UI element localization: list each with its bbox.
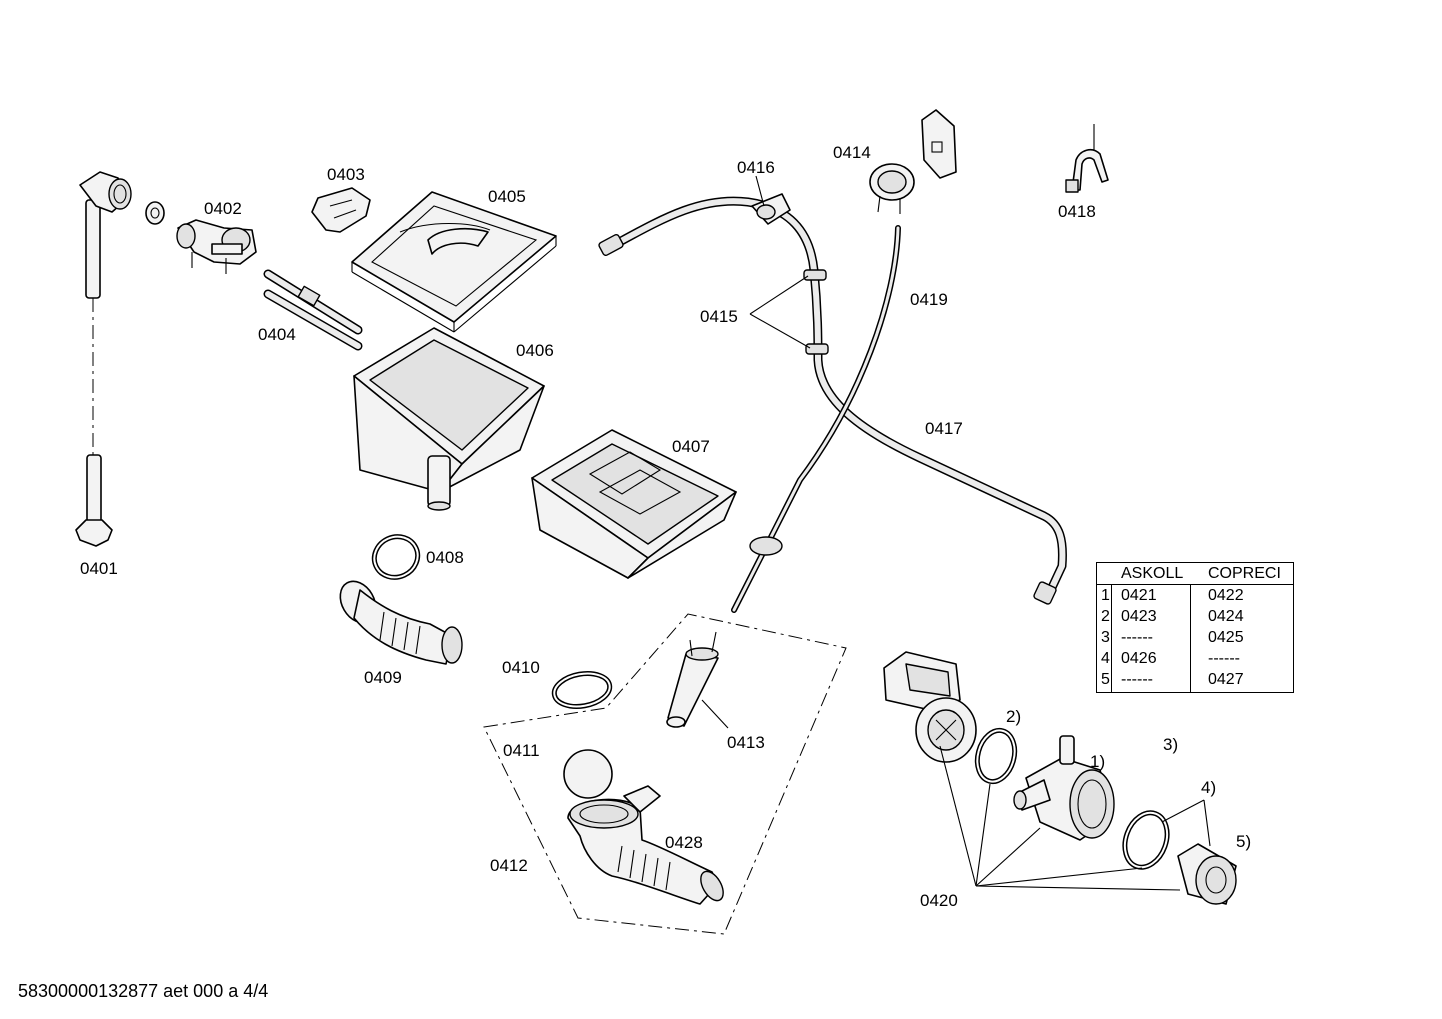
part-0406-dispenser-housing[interactable] [353,327,545,511]
legend-row-number: 5 [1101,671,1110,688]
part-0401-inlet-hose[interactable] [75,171,132,547]
part-0402-inlet-valve[interactable] [176,219,257,274]
label-0414: 0414 [833,143,871,162]
label-0408: 0408 [426,548,464,567]
part-0417-hose[interactable] [598,196,1067,605]
legend-copreci-value: 0422 [1208,587,1244,604]
legend-row-number: 4 [1101,650,1110,667]
part-0420-drain-pump[interactable] [883,651,977,763]
part-0416-holder[interactable] [751,193,791,225]
legend-column-divider [1111,584,1112,692]
label-0419: 0419 [910,290,948,309]
legend-copreci-value: ------ [1208,650,1240,667]
part-0410-ring[interactable] [551,669,613,710]
document-id: 58300000132877 aet 000 a 4/4 [18,981,269,1001]
part-0408-ring[interactable] [368,530,425,585]
leader-lines [701,175,1211,891]
legend-askoll-value: 0426 [1121,650,1157,667]
label-sub3: 3) [1163,735,1178,754]
legend-divider [1097,584,1293,585]
label-0417: 0417 [925,419,963,438]
part-0404-tubes[interactable] [263,269,363,351]
part-labels: 0401 0402 0403 0404 0405 0406 0407 0408 … [80,143,1251,910]
part-0414-pressure-switch[interactable] [869,163,915,214]
label-0410: 0410 [502,658,540,677]
label-0416: 0416 [737,158,775,177]
legend-header-askoll: ASKOLL [1121,565,1184,582]
label-sub1: 1) [1090,752,1105,771]
label-0407: 0407 [672,437,710,456]
legend-copreci-value: 0425 [1208,629,1244,646]
label-0402: 0402 [204,199,242,218]
part-0411-ball[interactable] [563,749,613,799]
legend-header-copreci: COPRECI [1208,565,1281,582]
legend-askoll-value: 0421 [1121,587,1157,604]
part-0407-detergent-drawer[interactable] [531,429,737,579]
legend-row-number: 2 [1101,608,1110,625]
legend-row: 5 ------ 0427 [1097,669,1295,690]
label-0428: 0428 [665,833,703,852]
legend-copreci-value: 0427 [1208,671,1244,688]
label-sub4: 4) [1201,778,1216,797]
part-sub3-seal[interactable] [1118,807,1175,873]
part-bracket[interactable] [921,109,957,179]
label-0420: 0420 [920,891,958,910]
part-0412-sump-hose[interactable] [567,785,728,905]
part-0409-bellows-hose[interactable] [333,575,463,665]
part-sub1-pump-housing[interactable] [1013,735,1115,841]
part-0405-dispenser-cover[interactable] [351,191,557,333]
legend-row: 3 ------ 0425 [1097,627,1295,648]
part-sub2-ring[interactable] [972,726,1020,786]
legend-row: 4 0426 ------ [1097,648,1295,669]
label-0412: 0412 [490,856,528,875]
legend-askoll-value: ------ [1121,629,1153,646]
legend-copreci-value: 0424 [1208,608,1244,625]
label-0411: 0411 [503,741,540,760]
legend-askoll-value: ------ [1121,671,1153,688]
legend-row-number: 3 [1101,629,1110,646]
kit-frame [483,613,847,935]
part-sub5-filter[interactable] [1177,843,1237,905]
part-0419-tube[interactable] [731,225,901,613]
label-sub5: 5) [1236,832,1251,851]
label-sub2: 2) [1006,707,1021,726]
legend-askoll-value: 0423 [1121,608,1157,625]
part-0415-clips[interactable] [803,269,829,355]
label-0406: 0406 [516,341,554,360]
label-0403: 0403 [327,165,365,184]
label-0401: 0401 [80,559,118,578]
label-0405: 0405 [488,187,526,206]
part-0403-clip[interactable] [311,187,371,233]
legend-row-number: 1 [1101,587,1110,604]
legend-row: 1 0421 0422 [1097,585,1295,606]
legend-row: 2 0423 0424 [1097,606,1295,627]
label-0413: 0413 [727,733,765,752]
part-0418-clamp[interactable] [1065,124,1109,193]
label-0404: 0404 [258,325,296,344]
legend-column-divider [1190,584,1191,692]
variant-legend-table: ASKOLL COPRECI 1 0421 0422 2 0423 0424 3… [1096,562,1294,693]
label-0409: 0409 [364,668,402,687]
part-washer-seal[interactable] [145,201,165,225]
part-0413-element[interactable] [666,631,719,728]
label-0415: 0415 [700,307,738,326]
label-0418: 0418 [1058,202,1096,221]
